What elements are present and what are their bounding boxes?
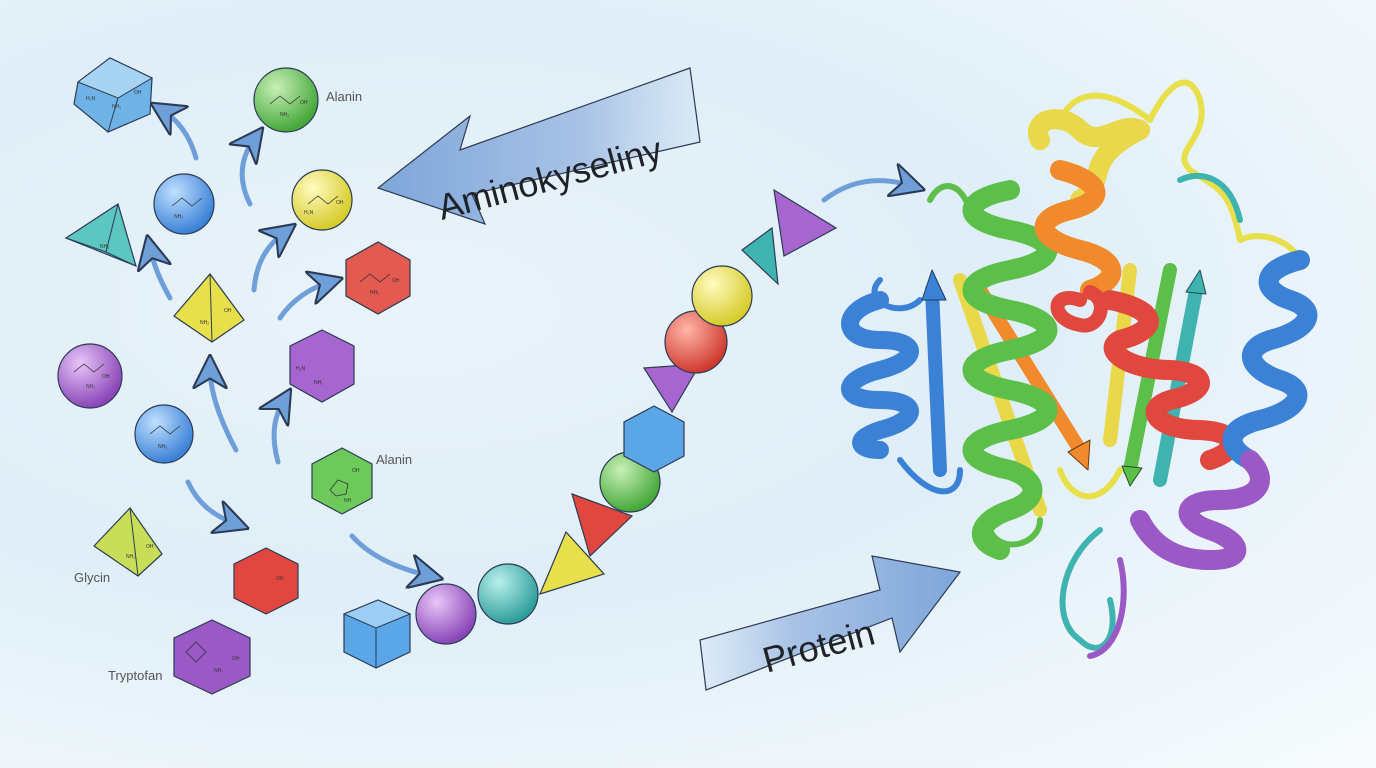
amino-acid-tetrahedron-glycin: OH NH₂ [93,507,163,577]
protein-strand-orange-head [1067,439,1091,471]
curved-arrow [251,232,285,293]
curved-arrows [150,110,912,576]
protein-helix-red [1100,290,1242,470]
chain-tetrahedron-purple-2 [773,188,838,257]
amino-acid-hexagon-alanin: OH NH [311,447,373,515]
protein-helix-yellow-orange [1028,109,1150,210]
svg-text:NH₂: NH₂ [100,244,109,250]
curved-arrow [277,282,330,321]
chain-tetrahedron-red [571,493,634,558]
protein-strand-green-head [1121,465,1143,487]
amino-acid-tetrahedron-yellow: OH NH₂ [173,273,245,343]
amino-acid-sphere-alanin: OH NH₂ [253,67,319,133]
folded-protein [841,79,1318,659]
label-alanin-top: Alanin [326,89,362,104]
protein-loop [1177,172,1243,223]
peptide-chain [342,188,838,669]
chain-tetrahedron-teal [741,226,779,286]
amino-acid-hexagon-tryptofan: OH NH₂ [173,619,251,695]
curved-arrow [274,400,284,465]
chain-tetrahedron-yellow [538,530,606,595]
protein-loop [1057,79,1303,263]
svg-text:OH: OH [102,374,110,380]
svg-text:NH₂: NH₂ [370,290,379,296]
protein-loop [1059,527,1116,651]
curved-arrow [349,533,430,576]
curved-arrow [185,479,236,524]
protein-strand-blue [925,283,947,477]
protein-strand-teal [1153,283,1203,487]
svg-text:NH₂: NH₂ [158,444,167,450]
svg-text:OH: OH [352,468,360,474]
protein-helix-orange [1034,160,1122,300]
chain-tetrahedron-purple [642,363,702,414]
svg-text:OH: OH [276,576,284,582]
svg-text:NH₂: NH₂ [200,320,209,326]
protein-loop [1087,557,1127,659]
amino-acid-hexagon-purple: H₂N NH₂ [289,329,355,403]
chain-hexagon-blue [623,405,685,473]
protein-strand-blue-head [921,269,947,301]
amino-acid-tetrahedron-teal: NH₂ [64,203,137,268]
protein-helix-green [962,180,1058,560]
amino-acid-sphere-blue-2: NH₂ [134,404,194,464]
svg-text:OH: OH [134,90,142,96]
svg-text:H₂N: H₂N [86,96,96,102]
curved-arrow [821,181,912,203]
amino-acids-arrow [376,67,701,225]
curved-arrow [210,368,239,453]
svg-text:OH: OH [224,308,232,314]
protein-loop [897,457,963,495]
amino-acid-hexagon-red: OH NH₂ [345,241,411,315]
curved-arrow [150,248,173,301]
protein-helix-blue-left [841,291,919,459]
svg-text:NH: NH [344,498,352,504]
chain-cube-blue [342,599,412,669]
label-alanin-bottom: Alanin [376,452,412,467]
amino-acid-sphere-blue: NH₂ [153,173,215,235]
svg-text:NH₂: NH₂ [86,384,95,390]
svg-text:OH: OH [300,100,308,106]
svg-text:NH₂: NH₂ [280,112,289,118]
chain-sphere-purple [415,583,477,645]
protein-strand-teal-head [1185,269,1207,295]
svg-text:NH₂: NH₂ [214,668,223,674]
amino-acid-cube-blue: H₂N NH₂ OH [73,57,154,133]
label-tryptofan: Tryptofan [108,668,162,683]
svg-text:H₂N: H₂N [304,210,314,216]
amino-acid-hexagon-red-2: OH [233,547,299,615]
amino-acid-sphere-purple: OH NH₂ [57,343,123,409]
svg-text:OH: OH [232,656,240,662]
chain-sphere-teal [477,563,539,625]
amino-acid-sphere-yellow: H₂N OH [291,169,353,231]
curved-arrow [242,138,255,207]
svg-text:OH: OH [146,544,154,550]
svg-text:NH₂: NH₂ [112,104,121,110]
svg-text:H₂N: H₂N [296,366,306,372]
protein-loop [1057,467,1123,500]
protein-helix-red-small [1050,285,1108,333]
label-glycin: Glycin [74,570,110,585]
svg-text:NH₂: NH₂ [314,380,323,386]
curved-arrow [162,110,199,161]
chain-sphere-yellow [691,265,753,327]
protein-helix-purple [1130,450,1270,570]
protein-helix-blue-right [1222,250,1318,470]
protein-arrow [699,555,962,691]
svg-text:NH₂: NH₂ [174,214,183,220]
svg-text:OH: OH [392,278,400,284]
svg-text:NH₂: NH₂ [126,554,135,560]
svg-text:OH: OH [336,200,344,206]
